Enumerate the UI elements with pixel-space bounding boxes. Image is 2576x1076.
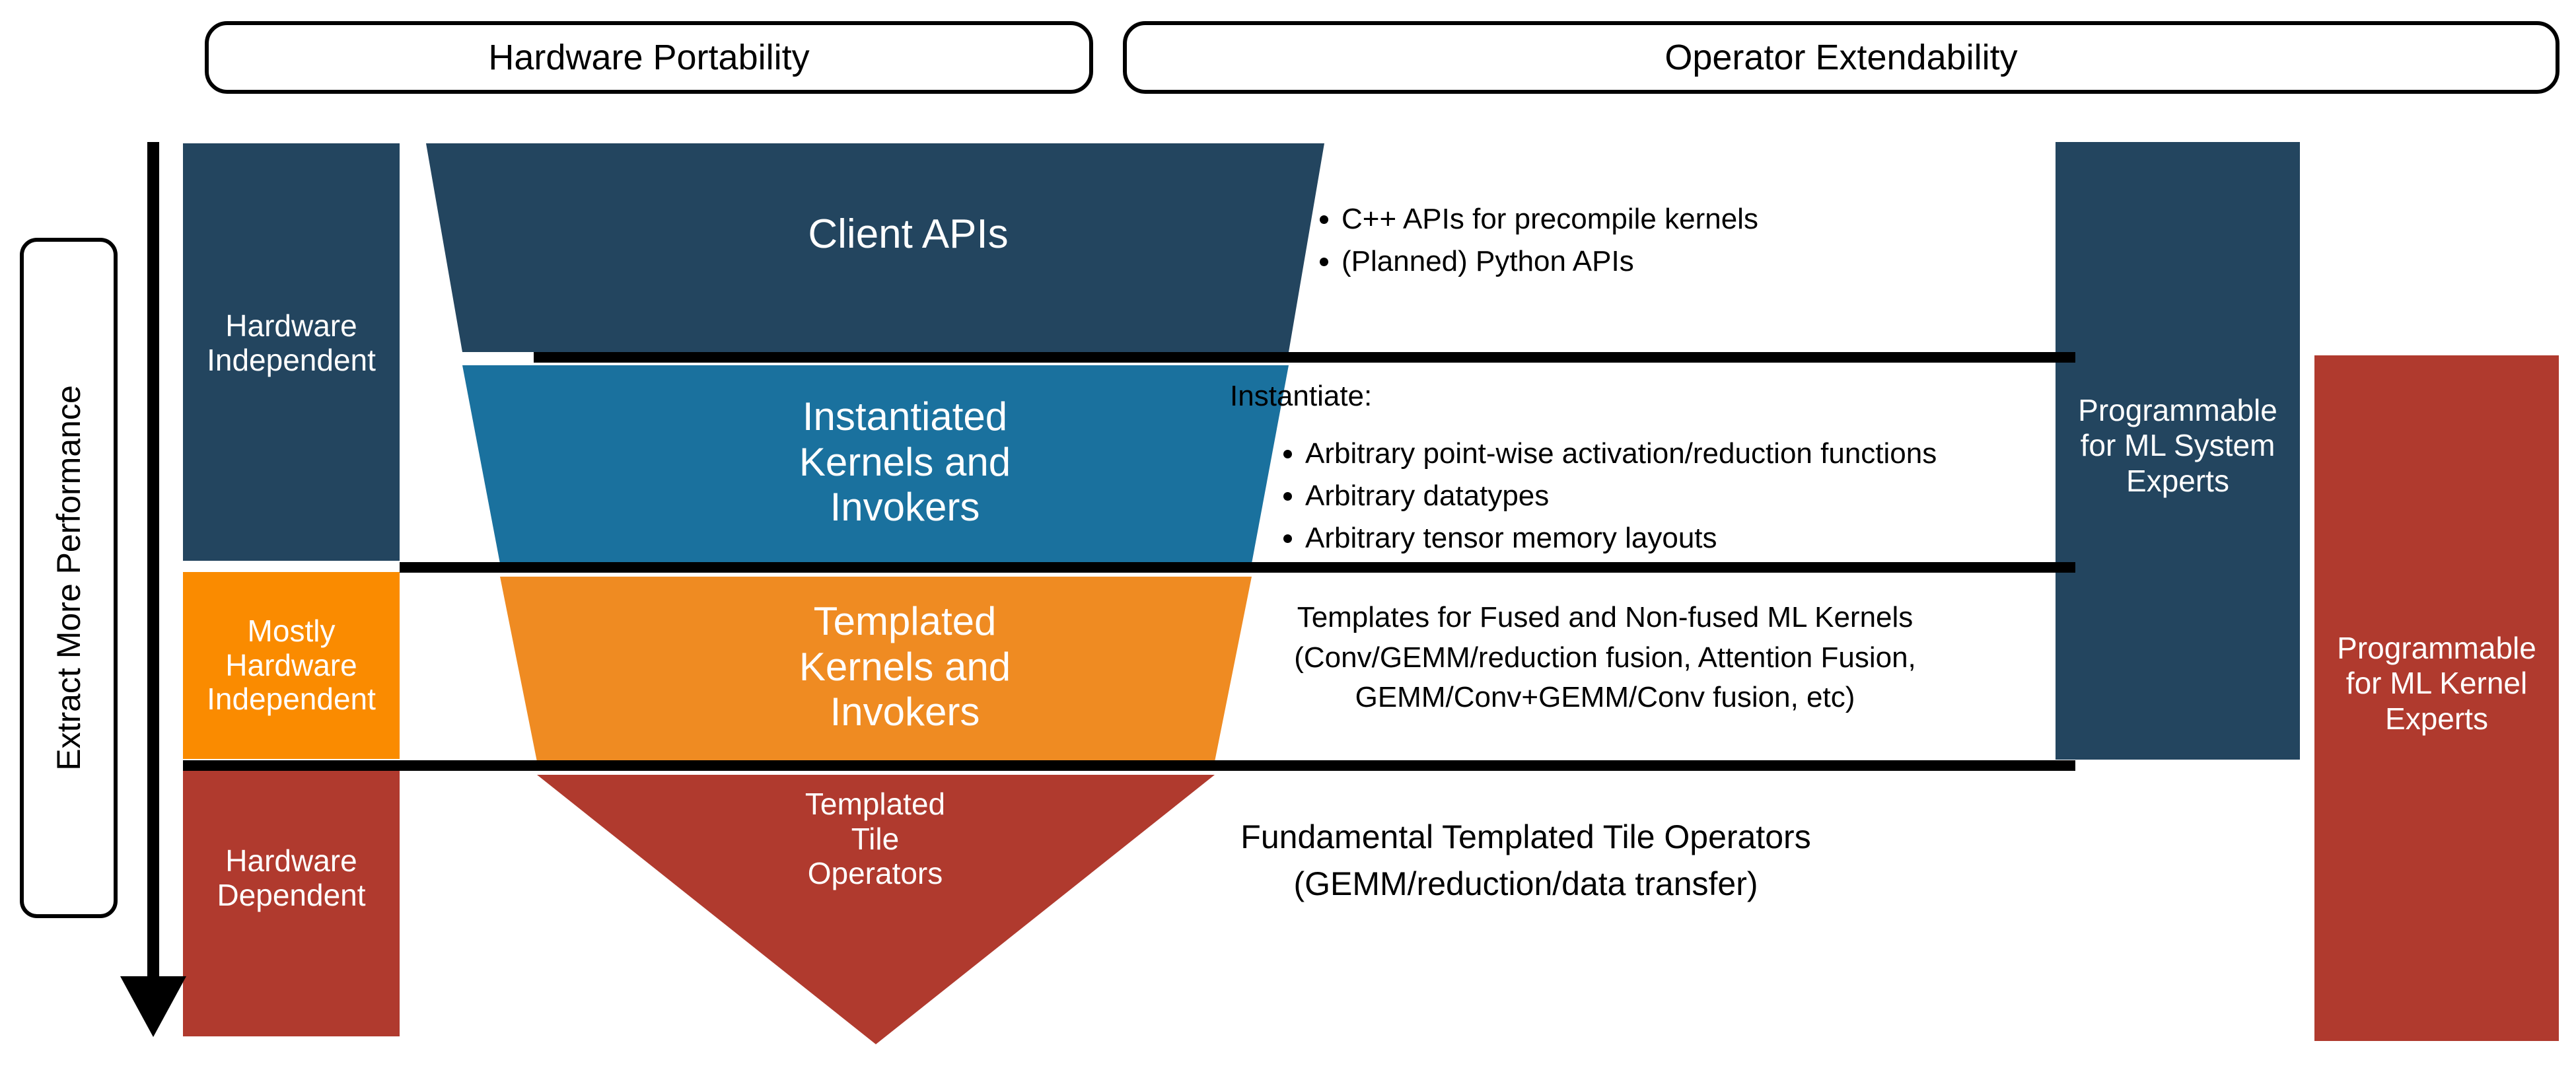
performance-axis-box: Extract More Performance — [20, 238, 118, 918]
instantiate-label: Instantiate: — [1230, 380, 1373, 412]
header-operator-extendability-label: Operator Extendability — [1664, 38, 2018, 77]
description-instantiated-kernels: Arbitrary point-wise activation/reductio… — [1275, 433, 2081, 559]
divider-rule-1 — [534, 352, 2075, 363]
templated-kernels-text: Templates for Fused and Non-fused ML Ker… — [1294, 601, 1916, 714]
list-item: Arbitrary tensor memory layouts — [1305, 517, 2081, 559]
header-operator-extendability[interactable]: Operator Extendability — [1123, 21, 2559, 94]
description-client-apis: C++ APIs for precompile kernels (Planned… — [1311, 198, 2038, 283]
performance-arrow-icon — [120, 142, 186, 1037]
list-item: Arbitrary point-wise activation/reductio… — [1305, 433, 2081, 475]
tile-operators-text: Fundamental Templated Tile Operators(GEM… — [1240, 818, 1811, 902]
list-item: Arbitrary datatypes — [1305, 475, 2081, 517]
divider-rule-3 — [183, 760, 2075, 771]
funnel-tier-instantiated-kernels — [462, 365, 1289, 563]
stage-bar-hardware-dependent — [183, 770, 400, 1036]
header-hardware-portability[interactable]: Hardware Portability — [205, 21, 1093, 94]
stage-bar-hardware-independent — [183, 143, 400, 561]
description-instantiated-intro: Instantiate: — [1230, 377, 2056, 417]
description-templated-tile-operators: Fundamental Templated Tile Operators(GEM… — [1083, 814, 1968, 908]
instantiated-bullet-list: Arbitrary point-wise activation/reductio… — [1275, 433, 2081, 559]
description-templated-kernels: Templates for Fused and Non-fused ML Ker… — [1176, 598, 2034, 718]
header-hardware-portability-label: Hardware Portability — [488, 38, 810, 77]
funnel-label-client-apis: Client APIs — [594, 198, 1222, 271]
funnel-label-text: Client APIs — [808, 211, 1009, 257]
list-item: (Planned) Python APIs — [1342, 240, 2038, 283]
audience-column-ml-kernel-experts — [2314, 355, 2559, 1041]
list-item: C++ APIs for precompile kernels — [1342, 198, 2038, 240]
performance-axis-label: Extract More Performance — [50, 385, 87, 771]
funnel-tier-templated-tile-operators — [537, 775, 1215, 1044]
funnel-tier-client-apis — [426, 143, 1324, 352]
stage-bar-mostly-hardware-independent — [183, 572, 400, 759]
funnel-tier-templated-kernels — [500, 577, 1252, 762]
audience-column-ml-system-experts — [2056, 142, 2300, 760]
client-apis-bullet-list: C++ APIs for precompile kernels (Planned… — [1311, 198, 2038, 283]
divider-rule-2 — [400, 562, 2075, 573]
